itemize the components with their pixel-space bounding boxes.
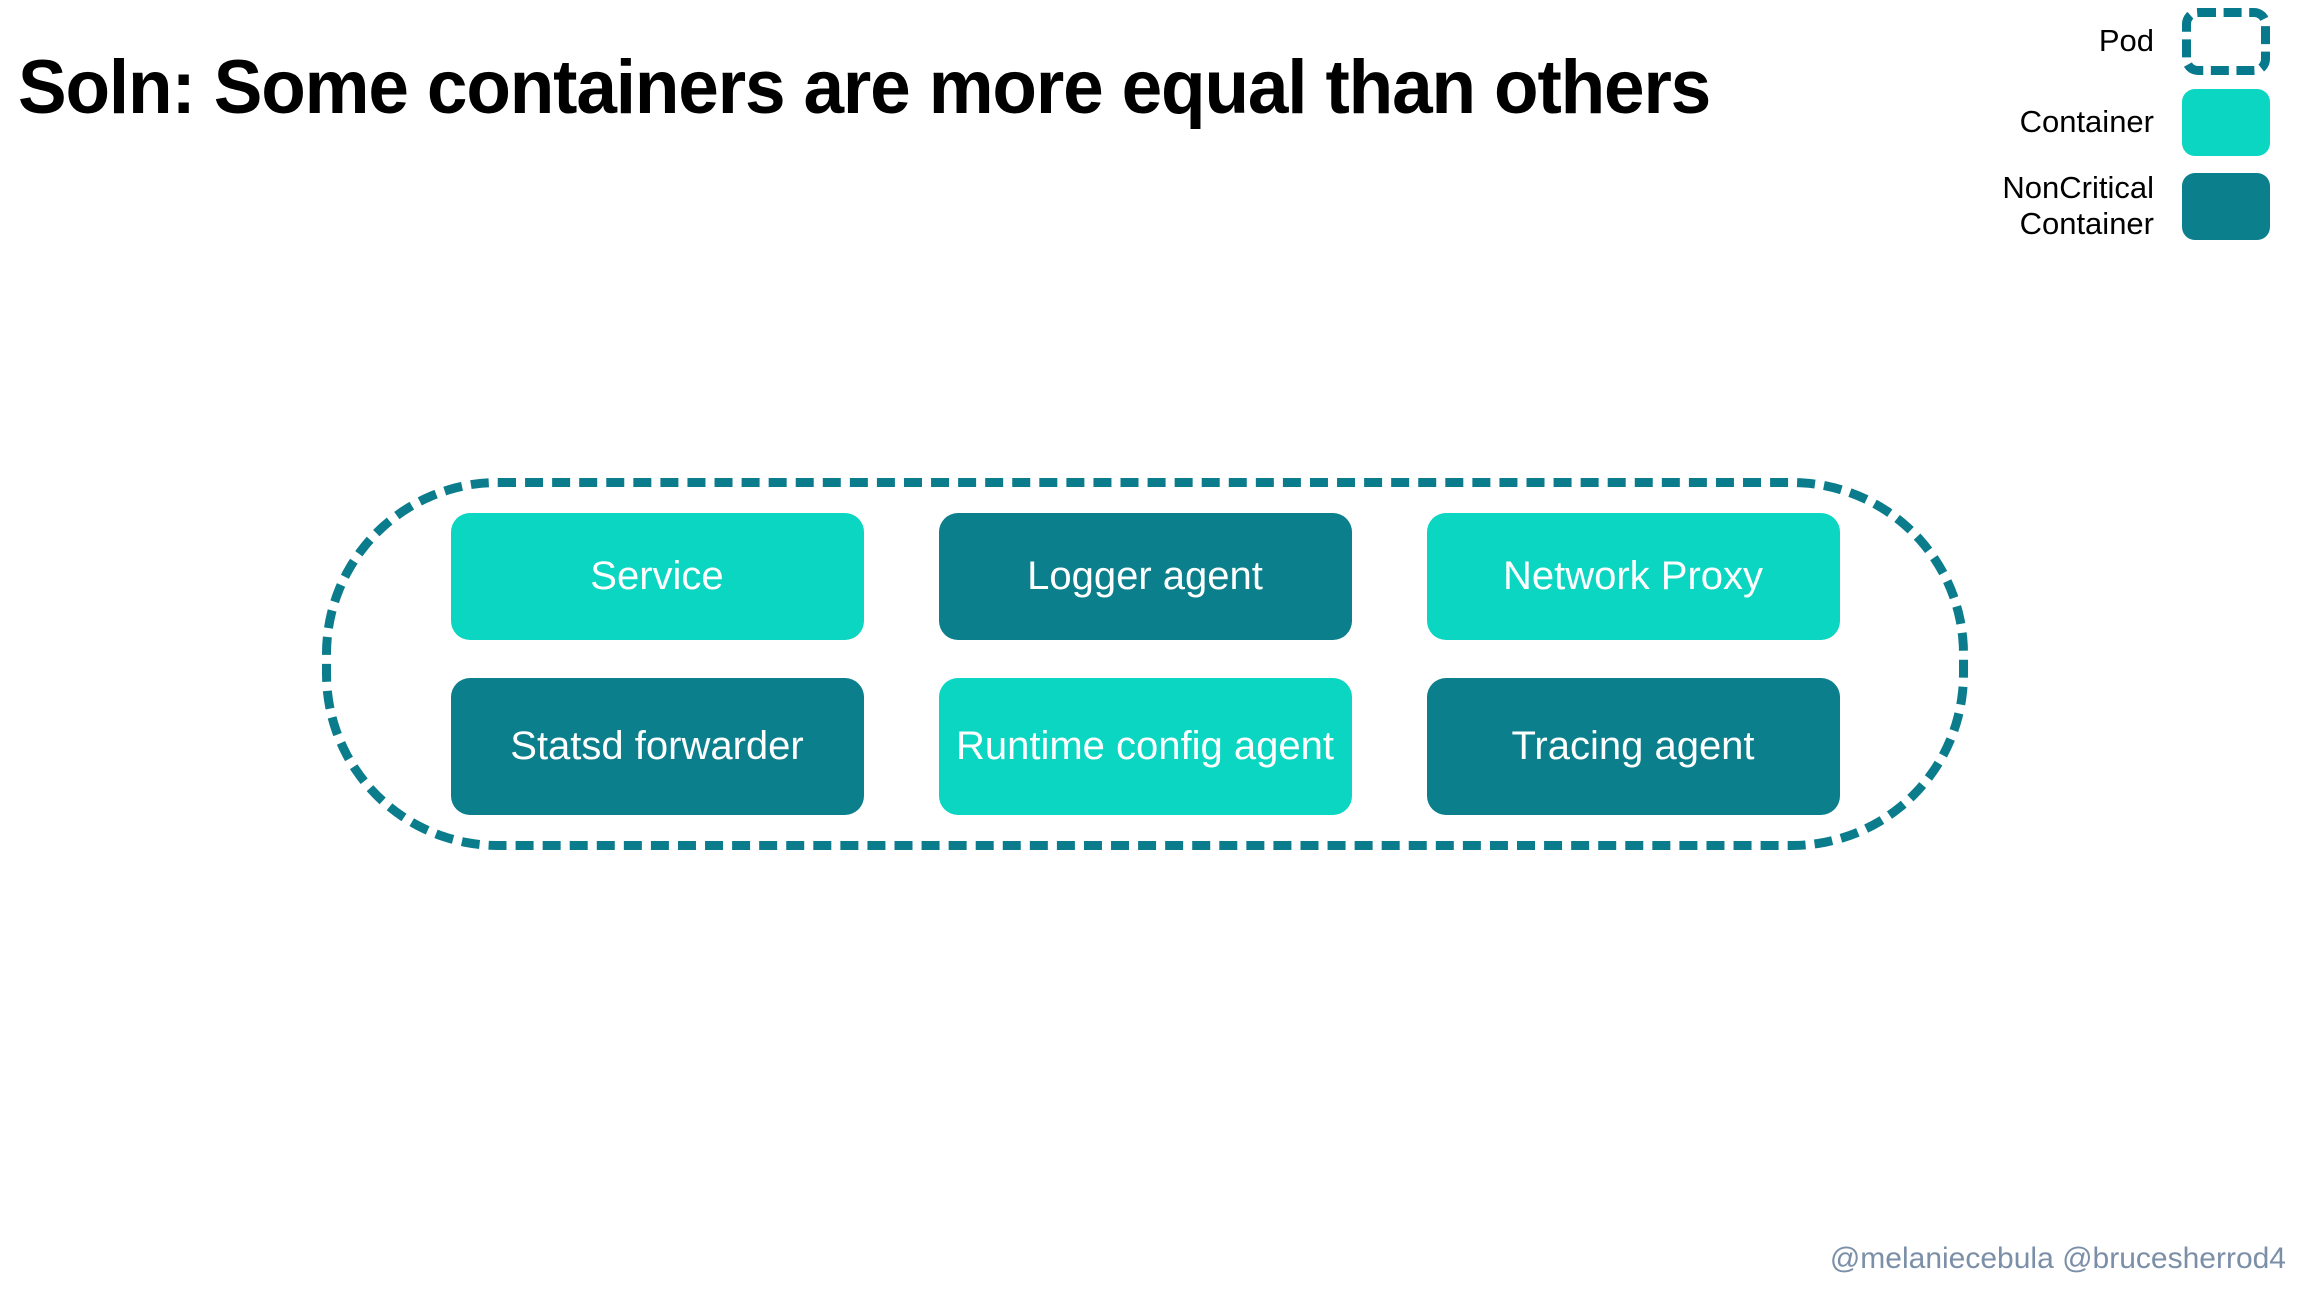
pod-swatch-icon <box>2182 8 2270 75</box>
container-box-logger-agent: Logger agent <box>938 513 1352 640</box>
noncritical-container-swatch-icon <box>2182 172 2270 240</box>
legend-item-pod: Pod <box>1940 8 2270 75</box>
container-box-runtime-config-agent: Runtime config agent <box>938 678 1352 815</box>
container-label: Runtime config agent <box>955 723 1334 768</box>
legend-item-container: Container <box>1940 89 2270 156</box>
container-swatch-icon <box>2182 89 2270 156</box>
pod-boundary-outline <box>322 478 1968 850</box>
container-box-network-proxy: Network Proxy <box>1426 513 1840 640</box>
legend-item-noncritical-container: NonCritical Container <box>1940 170 2270 243</box>
container-grid: Service Logger agent Network Proxy Stats… <box>322 478 1968 850</box>
container-box-tracing-agent: Tracing agent <box>1426 678 1840 815</box>
footer-social-handles: @melaniecebula @brucesherrod4 <box>1829 1242 2286 1275</box>
pod-diagram: Service Logger agent Network Proxy Stats… <box>322 478 1968 850</box>
container-label: Tracing agent <box>1511 723 1755 768</box>
legend-label-noncritical-container: NonCritical Container <box>2002 170 2154 242</box>
legend-label-pod: Pod <box>2098 23 2154 59</box>
container-box-service: Service <box>450 513 864 640</box>
container-label: Network Proxy <box>1502 553 1764 598</box>
legend: Pod Container NonCritical Container <box>1940 8 2270 255</box>
container-label: Service <box>590 553 724 598</box>
legend-label-container: Container <box>2019 104 2154 140</box>
container-label: Statsd forwarder <box>510 723 804 768</box>
page-title: Soln: Some containers are more equal tha… <box>18 45 1711 130</box>
container-box-statsd-forwarder: Statsd forwarder <box>450 678 864 815</box>
container-label: Logger agent <box>1027 553 1263 598</box>
